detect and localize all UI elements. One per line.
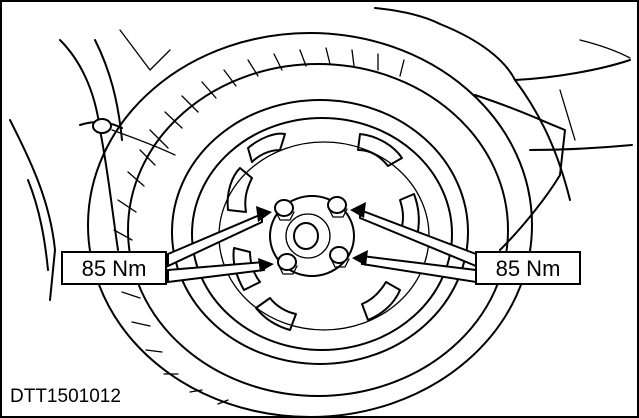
torque-callout-left: 85 Nm [61,251,167,285]
wheel-rim [171,99,469,365]
figure-reference-code: DTT1501012 [10,386,121,407]
leader-lines-left [167,206,274,284]
wheel-nut-bottom-right [329,246,350,268]
wheel-nuts [274,196,350,275]
torque-label-left: 85 Nm [82,256,147,281]
torque-callout-right: 85 Nm [475,251,581,285]
vehicle-body [9,7,633,301]
wheel-nut-top-right [327,196,348,218]
suspension-arm [79,118,176,156]
wheel-nut-bottom-left [277,253,298,275]
tyre [87,32,533,418]
wheel-nut-top-left [274,199,295,221]
torque-label-right: 85 Nm [496,256,561,281]
